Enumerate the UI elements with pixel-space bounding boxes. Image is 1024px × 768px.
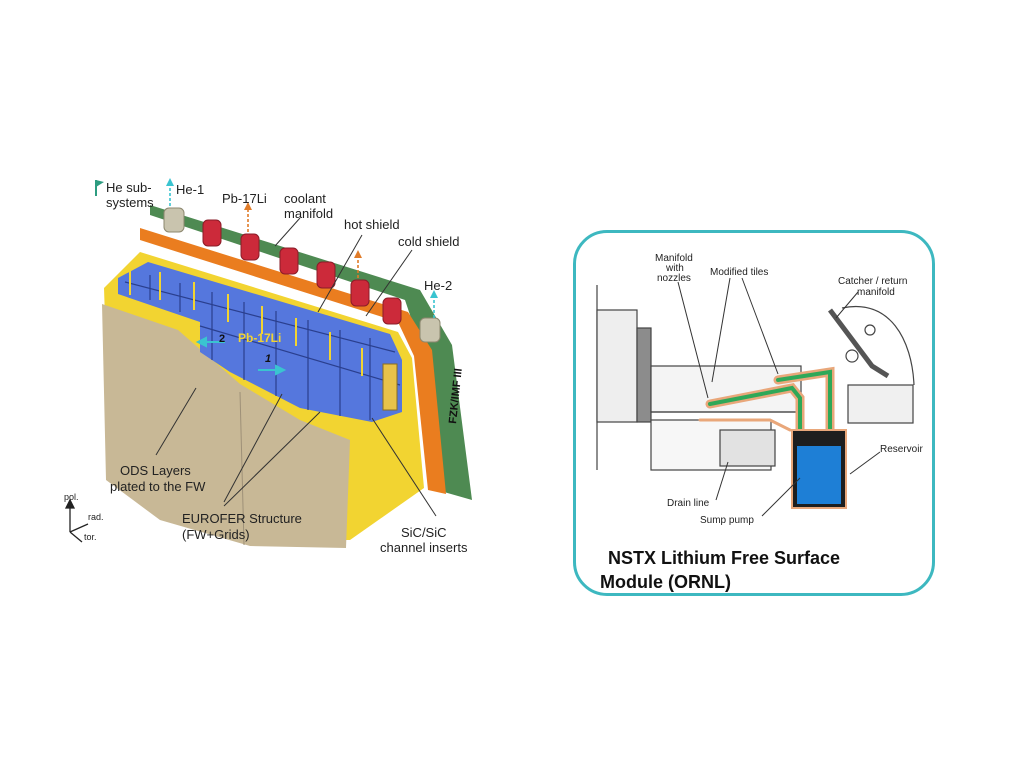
- label-axis-tor: tor.: [84, 532, 97, 542]
- label-he1: He-1: [176, 182, 204, 197]
- label-ods-2: plated to the FW: [110, 479, 206, 494]
- nstx-label-sump-pump: Sump pump: [700, 515, 754, 526]
- nstx-caption-line-2: Module (ORNL): [600, 572, 731, 592]
- channel-grid: [124, 275, 401, 420]
- nstx-label-manifold-2: with: [665, 263, 684, 274]
- nstx-lithium-pool: [797, 446, 841, 504]
- he-pipes: [163, 207, 441, 343]
- nstx-structure: [596, 285, 915, 471]
- label-he-subsystems-2: systems: [106, 195, 154, 210]
- label-axis-rad: rad.: [88, 512, 104, 522]
- nstx-label-modified-tiles: Modified tiles: [710, 267, 768, 278]
- label-pb17li-top: Pb-17Li: [222, 191, 267, 206]
- label-flow-1: 1: [265, 353, 271, 365]
- ods-layer: [102, 304, 350, 548]
- label-coolant-manifold-1: coolant: [284, 191, 326, 206]
- label-axis-pol: pol.: [64, 492, 79, 502]
- label-sic-1: SiC/SiC: [401, 525, 447, 540]
- nstx-label-catcher-1: Catcher / return: [838, 276, 907, 287]
- nstx-caption: NSTX Lithium Free Surface Module (ORNL): [600, 546, 900, 594]
- nstx-label-manifold-1: Manifold: [655, 253, 693, 264]
- nstx-label-catcher-2: manifold: [857, 287, 895, 298]
- sic-insert: [382, 363, 398, 411]
- label-eurofer-2: (FW+Grids): [182, 527, 250, 542]
- label-cold-shield: cold shield: [398, 234, 459, 249]
- leader-lines: [155, 217, 437, 517]
- label-coolant-manifold-2: manifold: [284, 206, 333, 221]
- nstx-flow-lines: [698, 366, 835, 437]
- nstx-label-manifold-3: nozzles: [657, 273, 691, 284]
- pb17li-pipes: [202, 219, 402, 325]
- internal-arrows: [129, 268, 363, 376]
- flow-arrows: [166, 178, 438, 318]
- nstx-diagram: Manifold with nozzles Modified tiles Cat…: [596, 253, 923, 526]
- pb17li-channels: [118, 262, 402, 422]
- label-he2: He-2: [424, 278, 452, 293]
- channel-flow-arrows: [195, 336, 287, 376]
- label-pb17li-channel: Pb-17Li: [238, 331, 281, 345]
- nstx-panel-frame: [573, 230, 935, 596]
- label-flow-2: 2: [219, 333, 225, 345]
- label-fzk: FZK/IMF III: [447, 368, 465, 425]
- nstx-leader-lines: [677, 277, 881, 517]
- hot-shield: [140, 228, 446, 494]
- label-he-subsystems-1: He sub-: [106, 180, 152, 195]
- label-eurofer-1: EUROFER Structure: [182, 511, 302, 526]
- label-sic-2: channel inserts: [380, 540, 468, 555]
- label-ods-1: ODS Layers: [120, 463, 191, 478]
- flag-icon: [95, 180, 104, 196]
- nstx-label-drain-line: Drain line: [667, 498, 710, 509]
- axes-triad: [64, 498, 89, 543]
- cold-shield: [150, 205, 472, 500]
- label-hot-shield: hot shield: [344, 217, 400, 232]
- nstx-caption-line-1: NSTX Lithium Free Surface: [608, 548, 841, 568]
- nstx-label-reservoir: Reservoir: [880, 444, 923, 455]
